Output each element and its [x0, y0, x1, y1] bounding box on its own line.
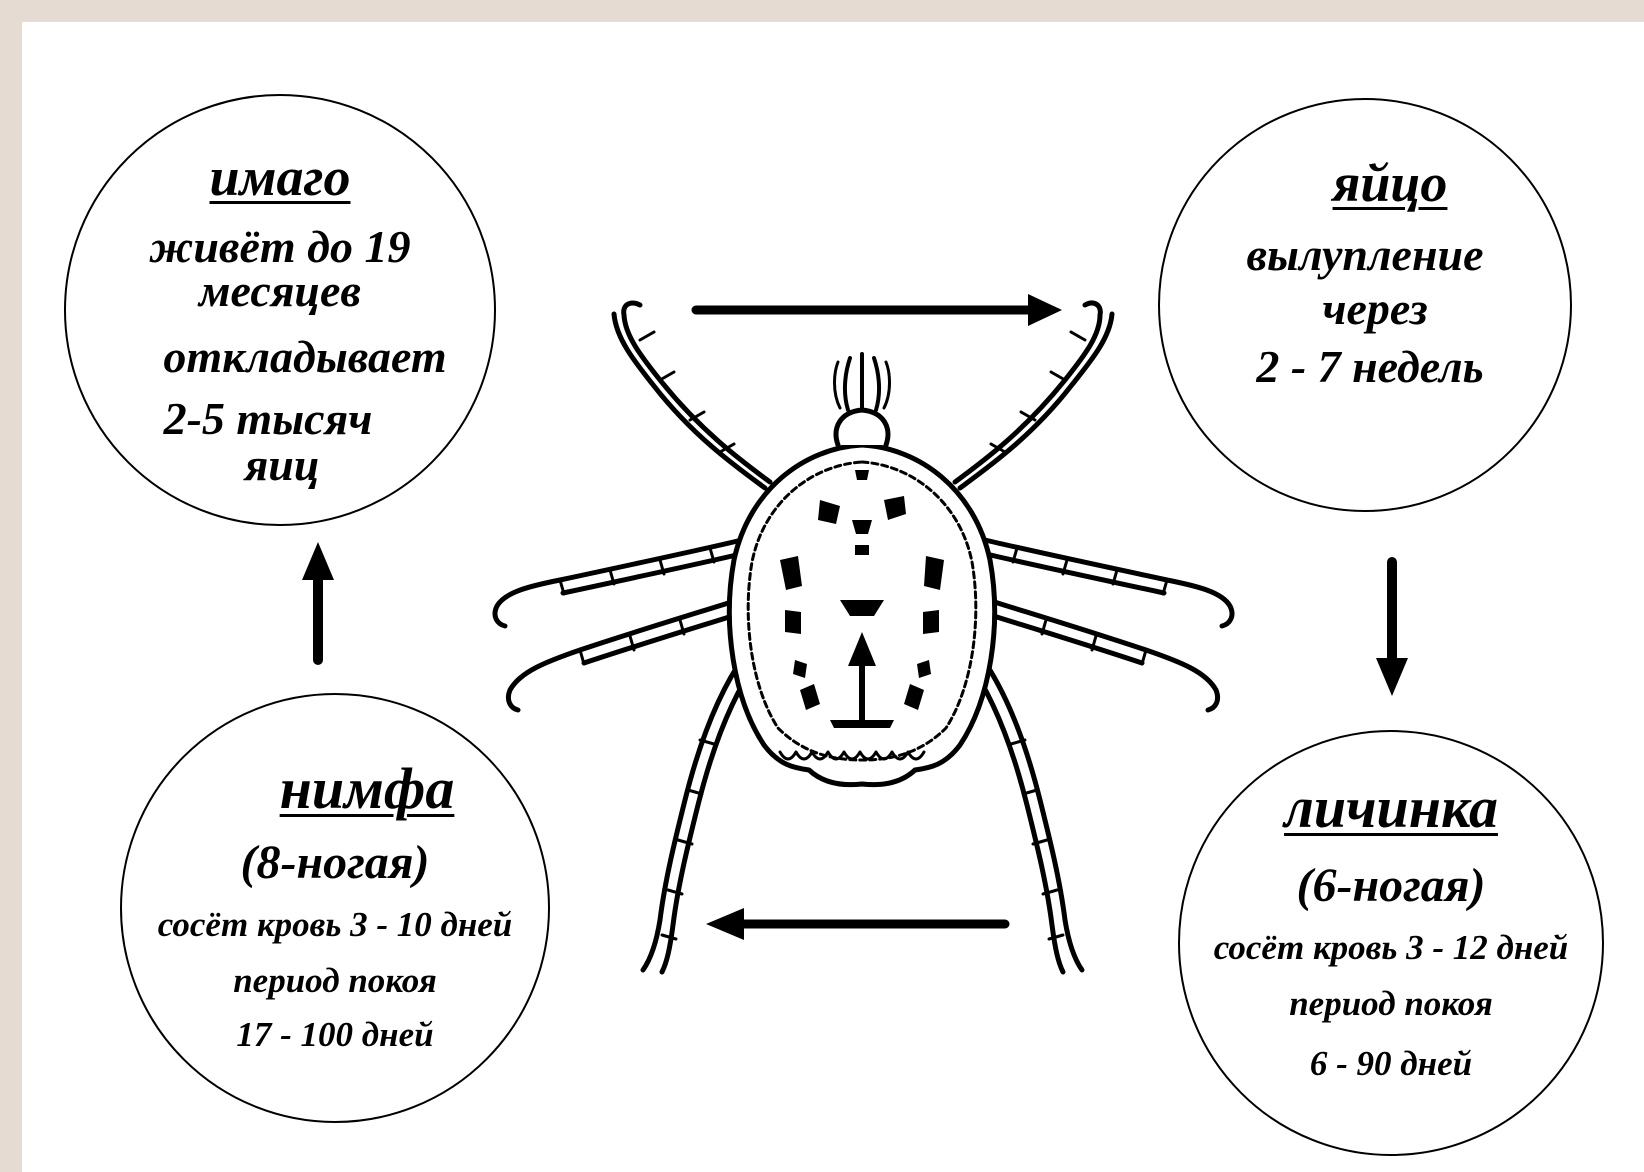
stage-larva-rest-duration: 6 - 90 дней — [1180, 1044, 1602, 1084]
stage-nymph-title: нимфа — [186, 755, 548, 822]
stage-nymph-rest-label: период покоя — [122, 961, 548, 1001]
stage-larva-rest-label: период покоя — [1180, 984, 1602, 1024]
stage-larva-legs: (6-ногая) — [1180, 858, 1602, 913]
stage-egg-duration: 2 - 7 недель — [1170, 340, 1570, 393]
stage-larva-title: личинка — [1180, 774, 1602, 841]
stage-imago-lifespan-unit: месяцев — [66, 264, 494, 317]
stage-imago-circle: имаго живёт до 19 месяцев откладывает 2-… — [64, 94, 496, 526]
stage-nymph-feeding: сосёт кровь 3 - 10 дней — [122, 905, 548, 945]
stage-larva-circle: личинка (6-ногая) сосёт кровь 3 - 12 дне… — [1178, 730, 1604, 1156]
stage-imago-eggs-word: яиц — [70, 438, 494, 491]
stage-nymph-rest-duration: 17 - 100 дней — [122, 1015, 548, 1055]
arrow-larva-to-nymph — [706, 908, 1005, 940]
arrow-egg-to-larva — [1376, 562, 1408, 696]
arrow-imago-to-egg — [696, 294, 1062, 326]
stage-nymph-circle: нимфа (8-ногая) сосёт кровь 3 - 10 дней … — [120, 693, 550, 1123]
arrow-nymph-to-imago — [302, 542, 334, 660]
stage-egg-title: яйцо — [1210, 152, 1570, 214]
stage-larva-feeding: сосёт кровь 3 - 12 дней — [1180, 928, 1602, 968]
stage-egg-after: через — [1180, 282, 1570, 335]
tick-icon — [495, 303, 1232, 972]
stage-egg-circle: яйцо вылупление через 2 - 7 недель — [1158, 98, 1572, 512]
stage-imago-title: имаго — [66, 146, 494, 208]
stage-imago-lays: откладывает — [116, 330, 494, 383]
stage-nymph-legs: (8-ногая) — [122, 835, 548, 890]
stage-egg-hatching: вылупление — [1160, 228, 1570, 281]
